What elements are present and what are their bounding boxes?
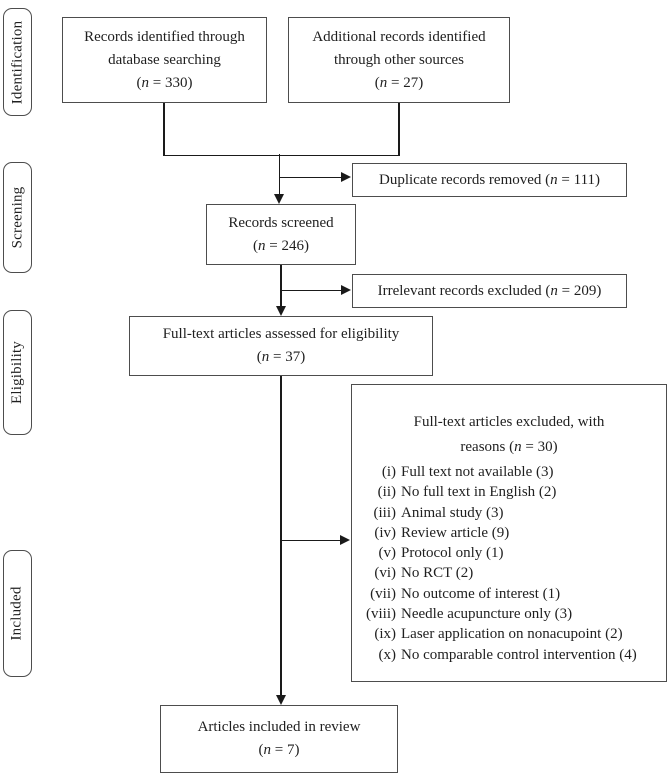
exclusion-reason-numeral: (i) bbox=[381, 464, 396, 480]
exclusion-header: Full-text articles excluded, with reason… bbox=[352, 410, 666, 460]
exclusion-reason-text: No comparable control intervention (4) bbox=[401, 646, 637, 663]
box-text-line: database searching bbox=[108, 51, 221, 68]
stage-label-text: Screening bbox=[9, 186, 25, 249]
stage-label-included: Included bbox=[3, 550, 32, 677]
box-text-line: Full-text articles assessed for eligibil… bbox=[162, 326, 400, 342]
box-records-database: Records identified through database sear… bbox=[62, 17, 267, 103]
connector-merge-horizontal bbox=[163, 154, 400, 156]
exclusion-reason-text: Review article (9) bbox=[401, 524, 510, 541]
exclusion-reason-text: No full text in English (2) bbox=[401, 484, 557, 501]
exclusion-reason-text: Animal study (3) bbox=[401, 504, 504, 521]
exclusion-reason-text: Full text not available (3) bbox=[401, 464, 554, 480]
connector-branch-duplicates bbox=[279, 176, 342, 178]
exclusion-header-line: Full-text articles excluded, with bbox=[413, 414, 605, 430]
box-irrelevant-excluded: Irrelevant records excluded (n = 209) bbox=[352, 274, 627, 308]
arrowhead-into-screened bbox=[274, 194, 284, 204]
exclusion-reason-numeral: (iii) bbox=[373, 504, 397, 521]
box-count: (n = 330) bbox=[136, 74, 193, 91]
box-records-screened: Records screened (n = 246) bbox=[206, 204, 356, 265]
exclusion-reason-numeral: (iv) bbox=[374, 524, 396, 541]
arrowhead-into-excluded bbox=[340, 534, 350, 545]
box-count: (n = 37) bbox=[256, 349, 306, 365]
box-fulltext-assessed: Full-text articles assessed for eligibil… bbox=[129, 316, 433, 376]
stage-label-identification: Identification bbox=[3, 8, 32, 116]
stage-label-text: Eligibility bbox=[9, 340, 26, 405]
exclusion-reason-numeral: (vi) bbox=[374, 565, 396, 582]
exclusion-reason-numeral: (x) bbox=[378, 646, 397, 663]
exclusion-reason-numeral: (ii) bbox=[377, 484, 396, 501]
box-count: (n = 246) bbox=[253, 237, 309, 254]
exclusion-reason-numeral: (ix) bbox=[374, 626, 396, 643]
stage-label-eligibility: Eligibility bbox=[3, 310, 32, 435]
box-text-line: Records screened bbox=[228, 214, 334, 231]
connector-other-sources-down bbox=[398, 103, 400, 155]
box-articles-included: Articles included in review (n = 7) bbox=[160, 705, 398, 773]
box-text-line: Additional records identified bbox=[312, 28, 486, 45]
exclusion-header-line: reasons (n = 30) bbox=[460, 439, 558, 455]
arrowhead-into-fulltext bbox=[275, 306, 286, 316]
exclusion-reason-text: Protocol only (1) bbox=[401, 545, 504, 562]
box-text-line: Records identified through bbox=[84, 28, 245, 45]
connector-branch-excluded bbox=[280, 539, 341, 541]
arrowhead-into-duplicates bbox=[341, 172, 351, 182]
connector-fulltext-to-included bbox=[280, 376, 282, 697]
exclusion-reason-text: Laser application on nonacupoint (2) bbox=[401, 626, 623, 643]
arrowhead-into-irrelevant bbox=[341, 284, 351, 295]
stage-label-text: Included bbox=[9, 586, 26, 641]
box-duplicates-removed: Duplicate records removed (n = 111) bbox=[352, 163, 627, 197]
stage-label-screening: Screening bbox=[3, 162, 32, 273]
box-text-line: Irrelevant records excluded (n = 209) bbox=[377, 282, 602, 299]
stage-label-text: Identification bbox=[9, 20, 26, 104]
connector-branch-irrelevant bbox=[280, 289, 342, 291]
exclusion-reason-list: (i) Full text not available (3) (ii) No … bbox=[352, 462, 666, 665]
arrowhead-into-included bbox=[275, 695, 286, 705]
box-text-line: Duplicate records removed (n = 111) bbox=[378, 171, 601, 188]
exclusion-reason-text: No RCT (2) bbox=[401, 565, 474, 582]
box-count: (n = 7) bbox=[258, 742, 300, 758]
exclusion-reason-text: Needle acupuncture only (3) bbox=[401, 606, 573, 623]
connector-screened-to-fulltext bbox=[280, 265, 282, 308]
box-count: (n = 27) bbox=[374, 74, 424, 91]
connector-merge-to-screened bbox=[278, 154, 280, 196]
connector-database-down bbox=[163, 103, 165, 155]
box-records-other-sources: Additional records identified through ot… bbox=[288, 17, 510, 103]
exclusion-reason-text: No outcome of interest (1) bbox=[401, 585, 561, 602]
box-fulltext-excluded: Full-text articles excluded, with reason… bbox=[351, 384, 667, 682]
box-text-line: through other sources bbox=[334, 51, 464, 68]
box-text-line: Articles included in review bbox=[197, 719, 361, 735]
exclusion-reason-numeral: (v) bbox=[378, 545, 397, 562]
exclusion-reason-numeral: (vii) bbox=[370, 585, 396, 602]
exclusion-reason-numeral: (viii) bbox=[366, 606, 396, 623]
